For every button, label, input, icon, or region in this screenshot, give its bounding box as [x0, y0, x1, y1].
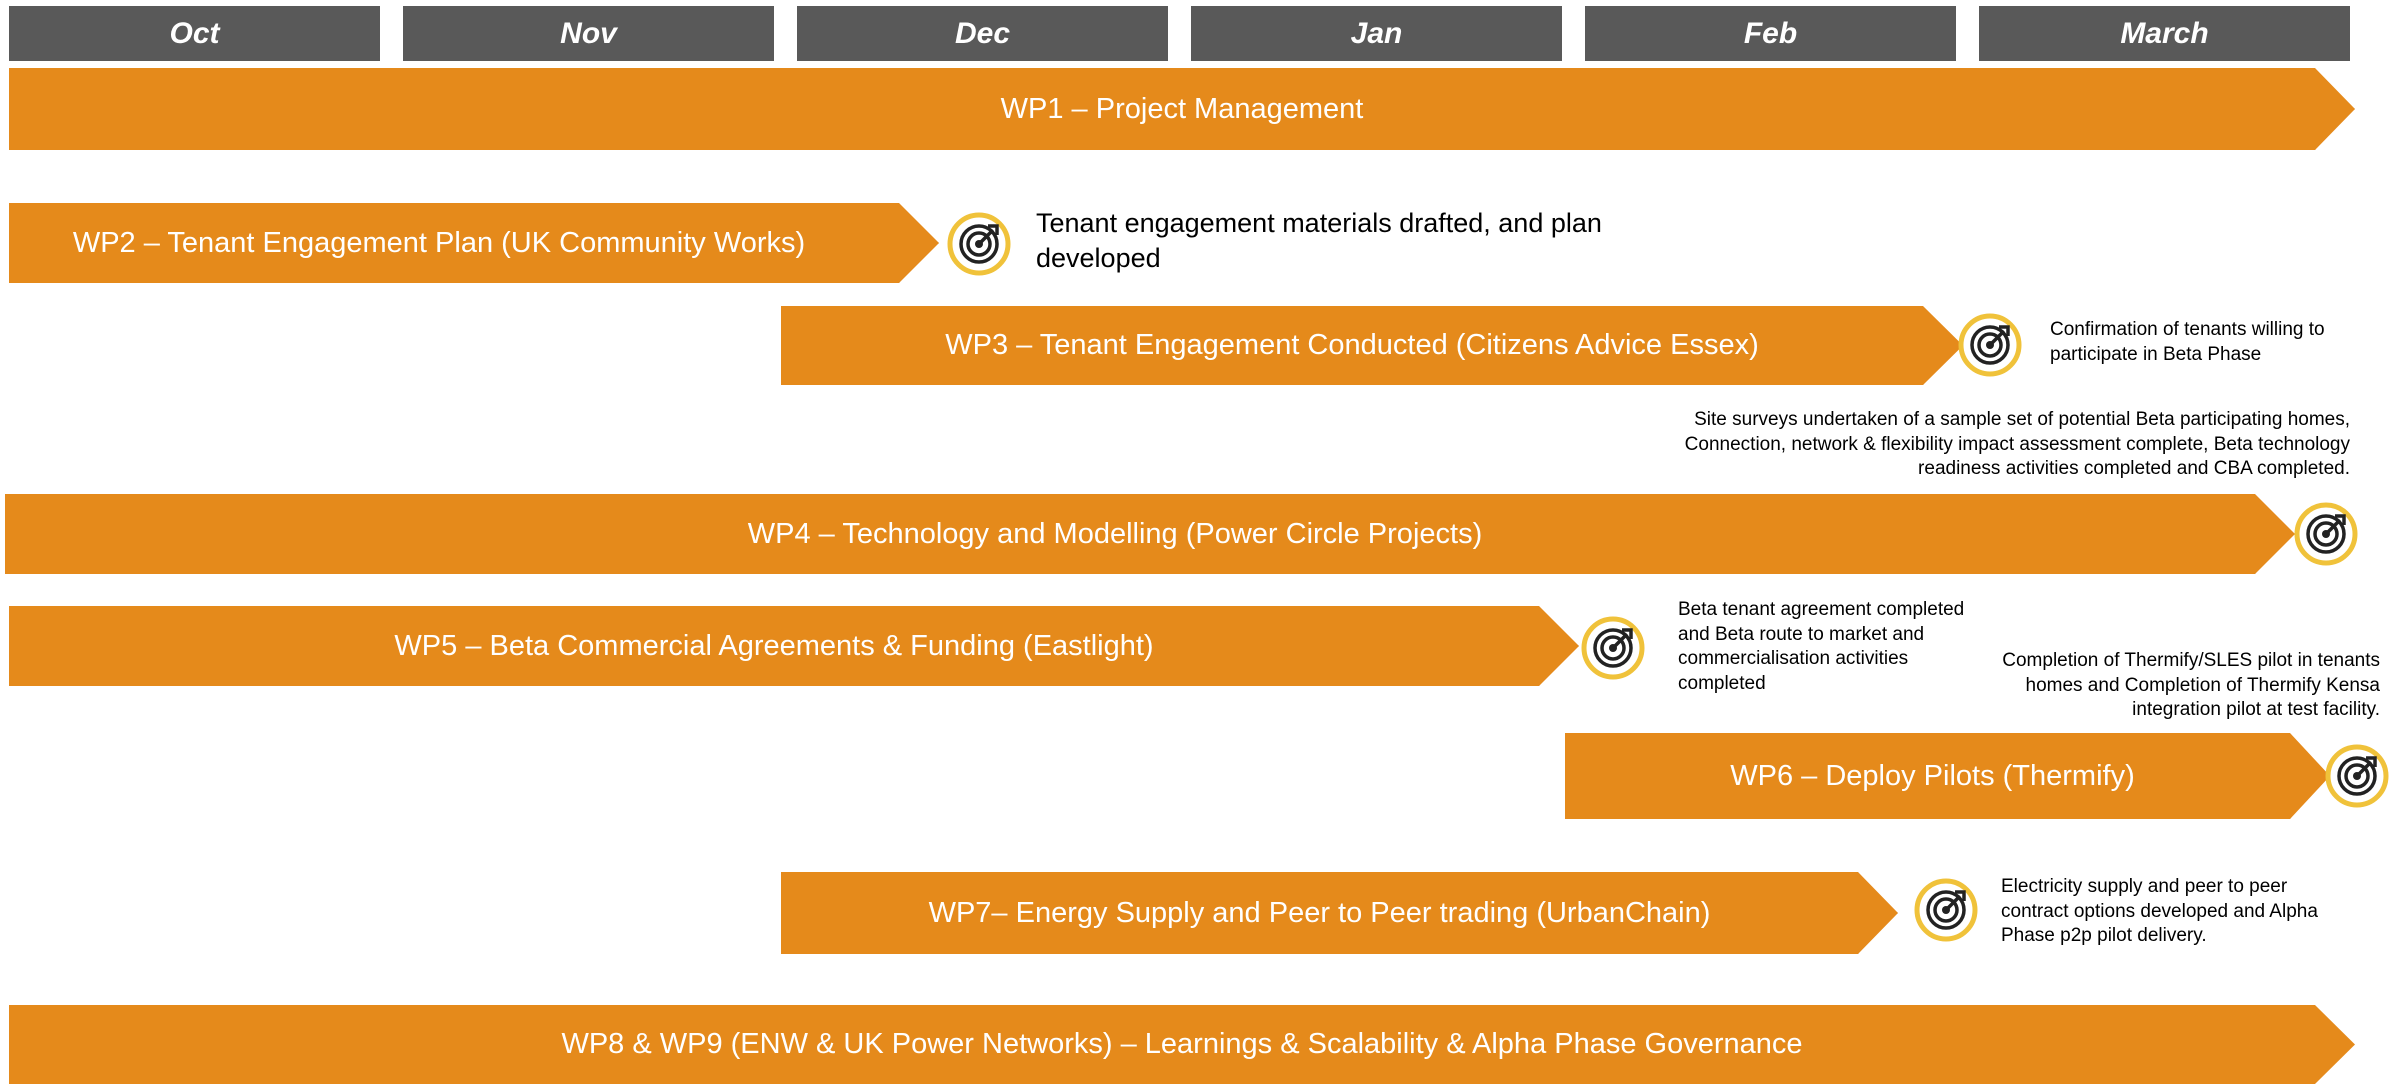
month-march: March — [1979, 6, 2350, 61]
note-line: contract options developed and Alpha — [2001, 900, 2318, 922]
note-line: Beta tenant agreement completed — [1678, 599, 1965, 620]
wp6-milestone-note: Completion of Thermify/SLES pilot in ten… — [2002, 649, 2380, 723]
month-header-row: Oct Nov Dec Jan Feb March — [0, 0, 2392, 64]
note-line: Site surveys undertaken of a sample set … — [1694, 409, 2350, 430]
milestone-target-icon — [1958, 313, 2022, 377]
wp6-bar: WP6 – Deploy Pilots (Thermify) — [1565, 733, 2330, 819]
wp6-label: WP6 – Deploy Pilots (Thermify) — [1730, 759, 2135, 792]
wp7-milestone-note: Electricity supply and peer to peer cont… — [2001, 875, 2318, 949]
wp1-label: WP1 – Project Management — [1000, 92, 1364, 125]
milestone-target-icon — [2325, 744, 2389, 808]
wp8-wp9-bar: WP8 & WP9 (ENW & UK Power Networks) – Le… — [9, 1005, 2355, 1084]
note-line: Electricity supply and peer to peer — [2001, 876, 2288, 897]
month-oct: Oct — [9, 6, 380, 61]
note-line: Phase p2p pilot delivery. — [2001, 925, 2207, 947]
note-line: Completion of Thermify/SLES pilot in ten… — [2002, 650, 2380, 671]
milestone-target-icon — [1914, 878, 1978, 942]
note-line: participate in Beta Phase — [2050, 343, 2262, 365]
wp3-bar: WP3 – Tenant Engagement Conducted (Citiz… — [781, 306, 1963, 385]
note-line: readiness activities completed and CBA c… — [1918, 458, 2350, 480]
note-line: Connection, network & flexibility impact… — [1684, 433, 2350, 455]
wp5-label: WP5 – Beta Commercial Agreements & Fundi… — [394, 629, 1154, 662]
wp7-label: WP7– Energy Supply and Peer to Peer trad… — [928, 896, 1711, 929]
wp4-label: WP4 – Technology and Modelling (Power Ci… — [747, 517, 1483, 550]
milestone-target-icon — [947, 212, 1011, 276]
wp1-bar: WP1 – Project Management — [9, 68, 2355, 150]
wp4-bar: WP4 – Technology and Modelling (Power Ci… — [5, 494, 2295, 574]
wp2-bar: WP2 – Tenant Engagement Plan (UK Communi… — [9, 203, 939, 283]
wp4-milestone-note: Site surveys undertaken of a sample set … — [1685, 408, 2350, 482]
note-line: Confirmation of tenants willing to — [2050, 319, 2325, 340]
wp2-milestone-note: Tenant engagement materials drafted, and… — [1036, 206, 1602, 276]
wp5-bar: WP5 – Beta Commercial Agreements & Fundi… — [9, 606, 1579, 686]
wp8-wp9-label: WP8 & WP9 (ENW & UK Power Networks) – Le… — [561, 1028, 1803, 1060]
note-line: integration pilot at test facility. — [2132, 699, 2380, 721]
milestone-target-icon — [2294, 502, 2358, 566]
wp3-milestone-note: Confirmation of tenants willing to parti… — [2050, 318, 2325, 367]
note-line: and Beta route to market and — [1678, 623, 1925, 645]
wp7-bar: WP7– Energy Supply and Peer to Peer trad… — [781, 872, 1898, 954]
wp2-label: WP2 – Tenant Engagement Plan (UK Communi… — [72, 226, 806, 259]
note-line: homes and Completion of Thermify Kensa — [2025, 674, 2381, 696]
month-feb: Feb — [1585, 6, 1956, 61]
milestone-target-icon — [1581, 616, 1645, 680]
note-line: completed — [1678, 673, 1766, 695]
wp3-label: WP3 – Tenant Engagement Conducted (Citiz… — [945, 329, 1759, 361]
month-jan: Jan — [1191, 6, 1562, 61]
note-line: commercialisation activities — [1678, 648, 1909, 670]
month-dec: Dec — [797, 6, 1168, 61]
wp5-milestone-note: Beta tenant agreement completed and Beta… — [1678, 598, 1964, 697]
note-line: Tenant engagement materials drafted, and… — [1036, 208, 1602, 238]
month-nov: Nov — [403, 6, 774, 61]
note-line: developed — [1036, 243, 1161, 274]
